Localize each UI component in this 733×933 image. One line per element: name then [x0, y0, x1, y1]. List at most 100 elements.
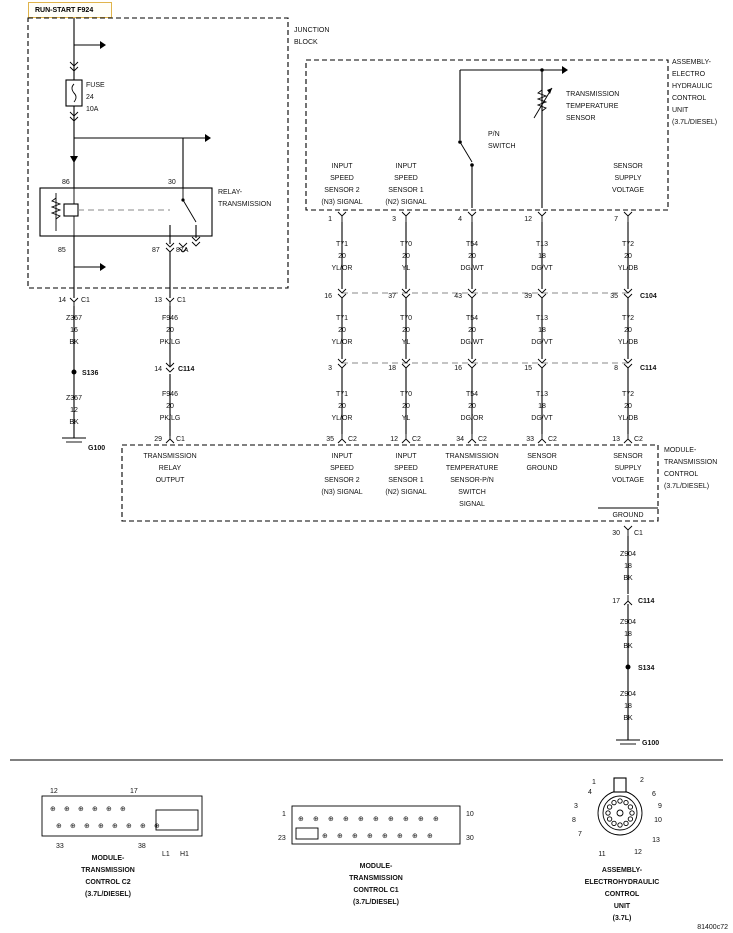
signal-column-2-seg3-line-2: DG/OR: [461, 415, 484, 422]
ehcu-pin-10: 10: [654, 817, 662, 824]
signal-column-2-seg1-line-0: T54: [466, 241, 478, 248]
c1-bottom-pin-3: ⊕: [367, 833, 373, 840]
signal-column-2-seg3-line-0: T54: [466, 391, 478, 398]
signal-column-1-seg3-line-1: 20: [402, 403, 410, 410]
tcm-label-line-2: CONTROL: [664, 471, 698, 478]
ehcu-socket-11: [605, 810, 611, 816]
c1-key: [295, 827, 319, 840]
signal-column-0-seg1-line-1: 20: [338, 253, 346, 260]
signal-column-1-c104-pin: 37: [388, 293, 396, 300]
tcm-signal-3-line-1: TEMPERATURE: [446, 465, 499, 472]
ehcu-pin-4: 4: [588, 789, 592, 796]
relay-c114-pin: 14: [154, 366, 162, 373]
c2-pin-bottom-right: 38: [138, 843, 146, 850]
c1-top-pin-9: ⊕: [433, 816, 439, 823]
signal-column-1-ehcu-connector: [401, 211, 411, 222]
signal-column-3-tcm-conn: C2: [548, 436, 557, 443]
tcm-signal-5-line-2: VOLTAGE: [612, 477, 644, 484]
signal-column-4-seg2-line-2: YL/DB: [618, 339, 639, 346]
c2-connector-key: [155, 809, 199, 831]
signal-column-4-seg3-line-1: 20: [624, 403, 632, 410]
c2-bottom-pin-0: ⊕: [56, 823, 62, 830]
tcm-signal-1-line-1: SPEED: [330, 465, 354, 472]
ground-wire2-line-0: Z904: [620, 619, 636, 626]
signal-column-3-tcm-pin: 33: [526, 436, 534, 443]
relay-pin-87: 87: [152, 247, 160, 254]
ehcu-socket-9: [611, 820, 617, 827]
ehcu-signal-0-line-2: SENSOR 2: [324, 187, 360, 194]
ground-wire1-line-0: Z904: [620, 551, 636, 558]
c1-connector-body: [291, 805, 461, 845]
tcm-label-line-3: (3.7L/DIESEL): [664, 483, 709, 490]
signal-column-3-seg3-line-0: T13: [536, 391, 548, 398]
ehcu-label-line-3: CONTROL: [672, 95, 706, 102]
signal-column-4-seg1-line-1: 20: [624, 253, 632, 260]
signal-column-2-seg3-line-1: 20: [468, 403, 476, 410]
relay-c1-connector: [165, 297, 175, 308]
diagram-static-lines: [10, 17, 723, 761]
ground-wire3-line-2: BK: [623, 715, 633, 722]
c2-top-pin-5: ⊕: [120, 806, 126, 813]
c1-title-line-2: CONTROL C1: [353, 887, 398, 894]
c2-pin-h1: H1: [180, 851, 189, 858]
c1-top-pin-2: ⊕: [328, 816, 334, 823]
ehcu-pin-1: 1: [592, 779, 596, 786]
ground-c114-label: C114: [638, 598, 654, 605]
ehcu-pin-8: 8: [572, 817, 576, 824]
signal-column-0-seg1-line-0: T71: [336, 241, 348, 248]
signal-column-2-tcm-connector: [467, 433, 477, 444]
ehcu-socket-1: [617, 798, 623, 804]
left-c1-connector: [69, 297, 79, 308]
relay-c114-connector: [165, 362, 175, 373]
relay-wire2-line-1: 20: [166, 403, 174, 410]
relay-tcm-connector: [165, 433, 175, 444]
c1-pin-bottom-left: 23: [278, 835, 286, 842]
relay-c1-pin: 13: [154, 297, 162, 304]
c2-top-pin-4: ⊕: [106, 806, 112, 813]
tcm-label-line-1: TRANSMISSION: [664, 459, 717, 466]
signal-column-0-seg2-line-1: 20: [338, 327, 346, 334]
splice-s134: S134: [638, 665, 654, 672]
c1-pin-bottom-right: 30: [466, 835, 474, 842]
temperature-sensor-label-line-2: SENSOR: [566, 115, 596, 122]
signal-column-2-seg1-line-1: 20: [468, 253, 476, 260]
ground-wire3-line-1: 18: [624, 703, 632, 710]
ehcu-title-line-0: ASSEMBLY-: [602, 867, 643, 874]
c1-bottom-pin-4: ⊕: [382, 833, 388, 840]
c2-bottom-pin-2: ⊕: [84, 823, 90, 830]
relay-wire2-line-2: PK/LG: [160, 415, 181, 422]
c1-bottom-pin-1: ⊕: [337, 833, 343, 840]
signal-column-0-c104-pin: 16: [324, 293, 332, 300]
ground-c114-connector: [623, 595, 633, 606]
ground-wire2-line-1: 18: [624, 631, 632, 638]
relay-87-connector: [165, 242, 175, 253]
left-wire1-line-0: Z367: [66, 315, 82, 322]
signal-column-1-seg2-line-2: YL: [402, 339, 411, 346]
tcm-signal-1-line-3: (N3) SIGNAL: [321, 489, 362, 496]
ehcu-signal-1-line-0: INPUT: [396, 163, 418, 170]
signal-column-4-seg1-line-2: YL/DB: [618, 265, 639, 272]
fuse-label-line-1: 24: [86, 94, 94, 101]
relay-87a-end: [191, 236, 201, 247]
signal-column-1-ehcu-pin: 3: [392, 216, 396, 223]
signal-column-3-ehcu-connector: [537, 211, 547, 222]
ehcu-socket-7: [623, 820, 629, 827]
ehcu-signal-0-line-0: INPUT: [332, 163, 354, 170]
signal-column-4-tcm-connector: [623, 433, 633, 444]
ehcu-label-line-5: (3.7L/DIESEL): [672, 119, 717, 126]
ehcu-title-line-1: ELECTROHYDRAULIC: [585, 879, 660, 886]
ehcu-signal-1-line-3: (N2) SIGNAL: [385, 199, 426, 206]
c1-bottom-pin-6: ⊕: [412, 833, 418, 840]
tcm-signal-4-line-1: GROUND: [526, 465, 557, 472]
c1-top-pin-6: ⊕: [388, 816, 394, 823]
tcm-signal-0-line-1: RELAY: [159, 465, 182, 472]
signal-column-0-ehcu-connector: [337, 211, 347, 222]
c2-title-line-1: TRANSMISSION: [81, 867, 135, 874]
ehcu-socket-10: [606, 816, 613, 822]
signal-column-0-seg1-line-2: YL/OR: [331, 265, 352, 272]
c2-top-pin-0: ⊕: [50, 806, 56, 813]
signal-column-1-seg1-line-0: T70: [400, 241, 412, 248]
c2-bottom-pin-7: ⊕: [154, 823, 160, 830]
ehcu-pin-11: 11: [598, 851, 605, 858]
c1-pin-top-left: 1: [282, 811, 286, 818]
